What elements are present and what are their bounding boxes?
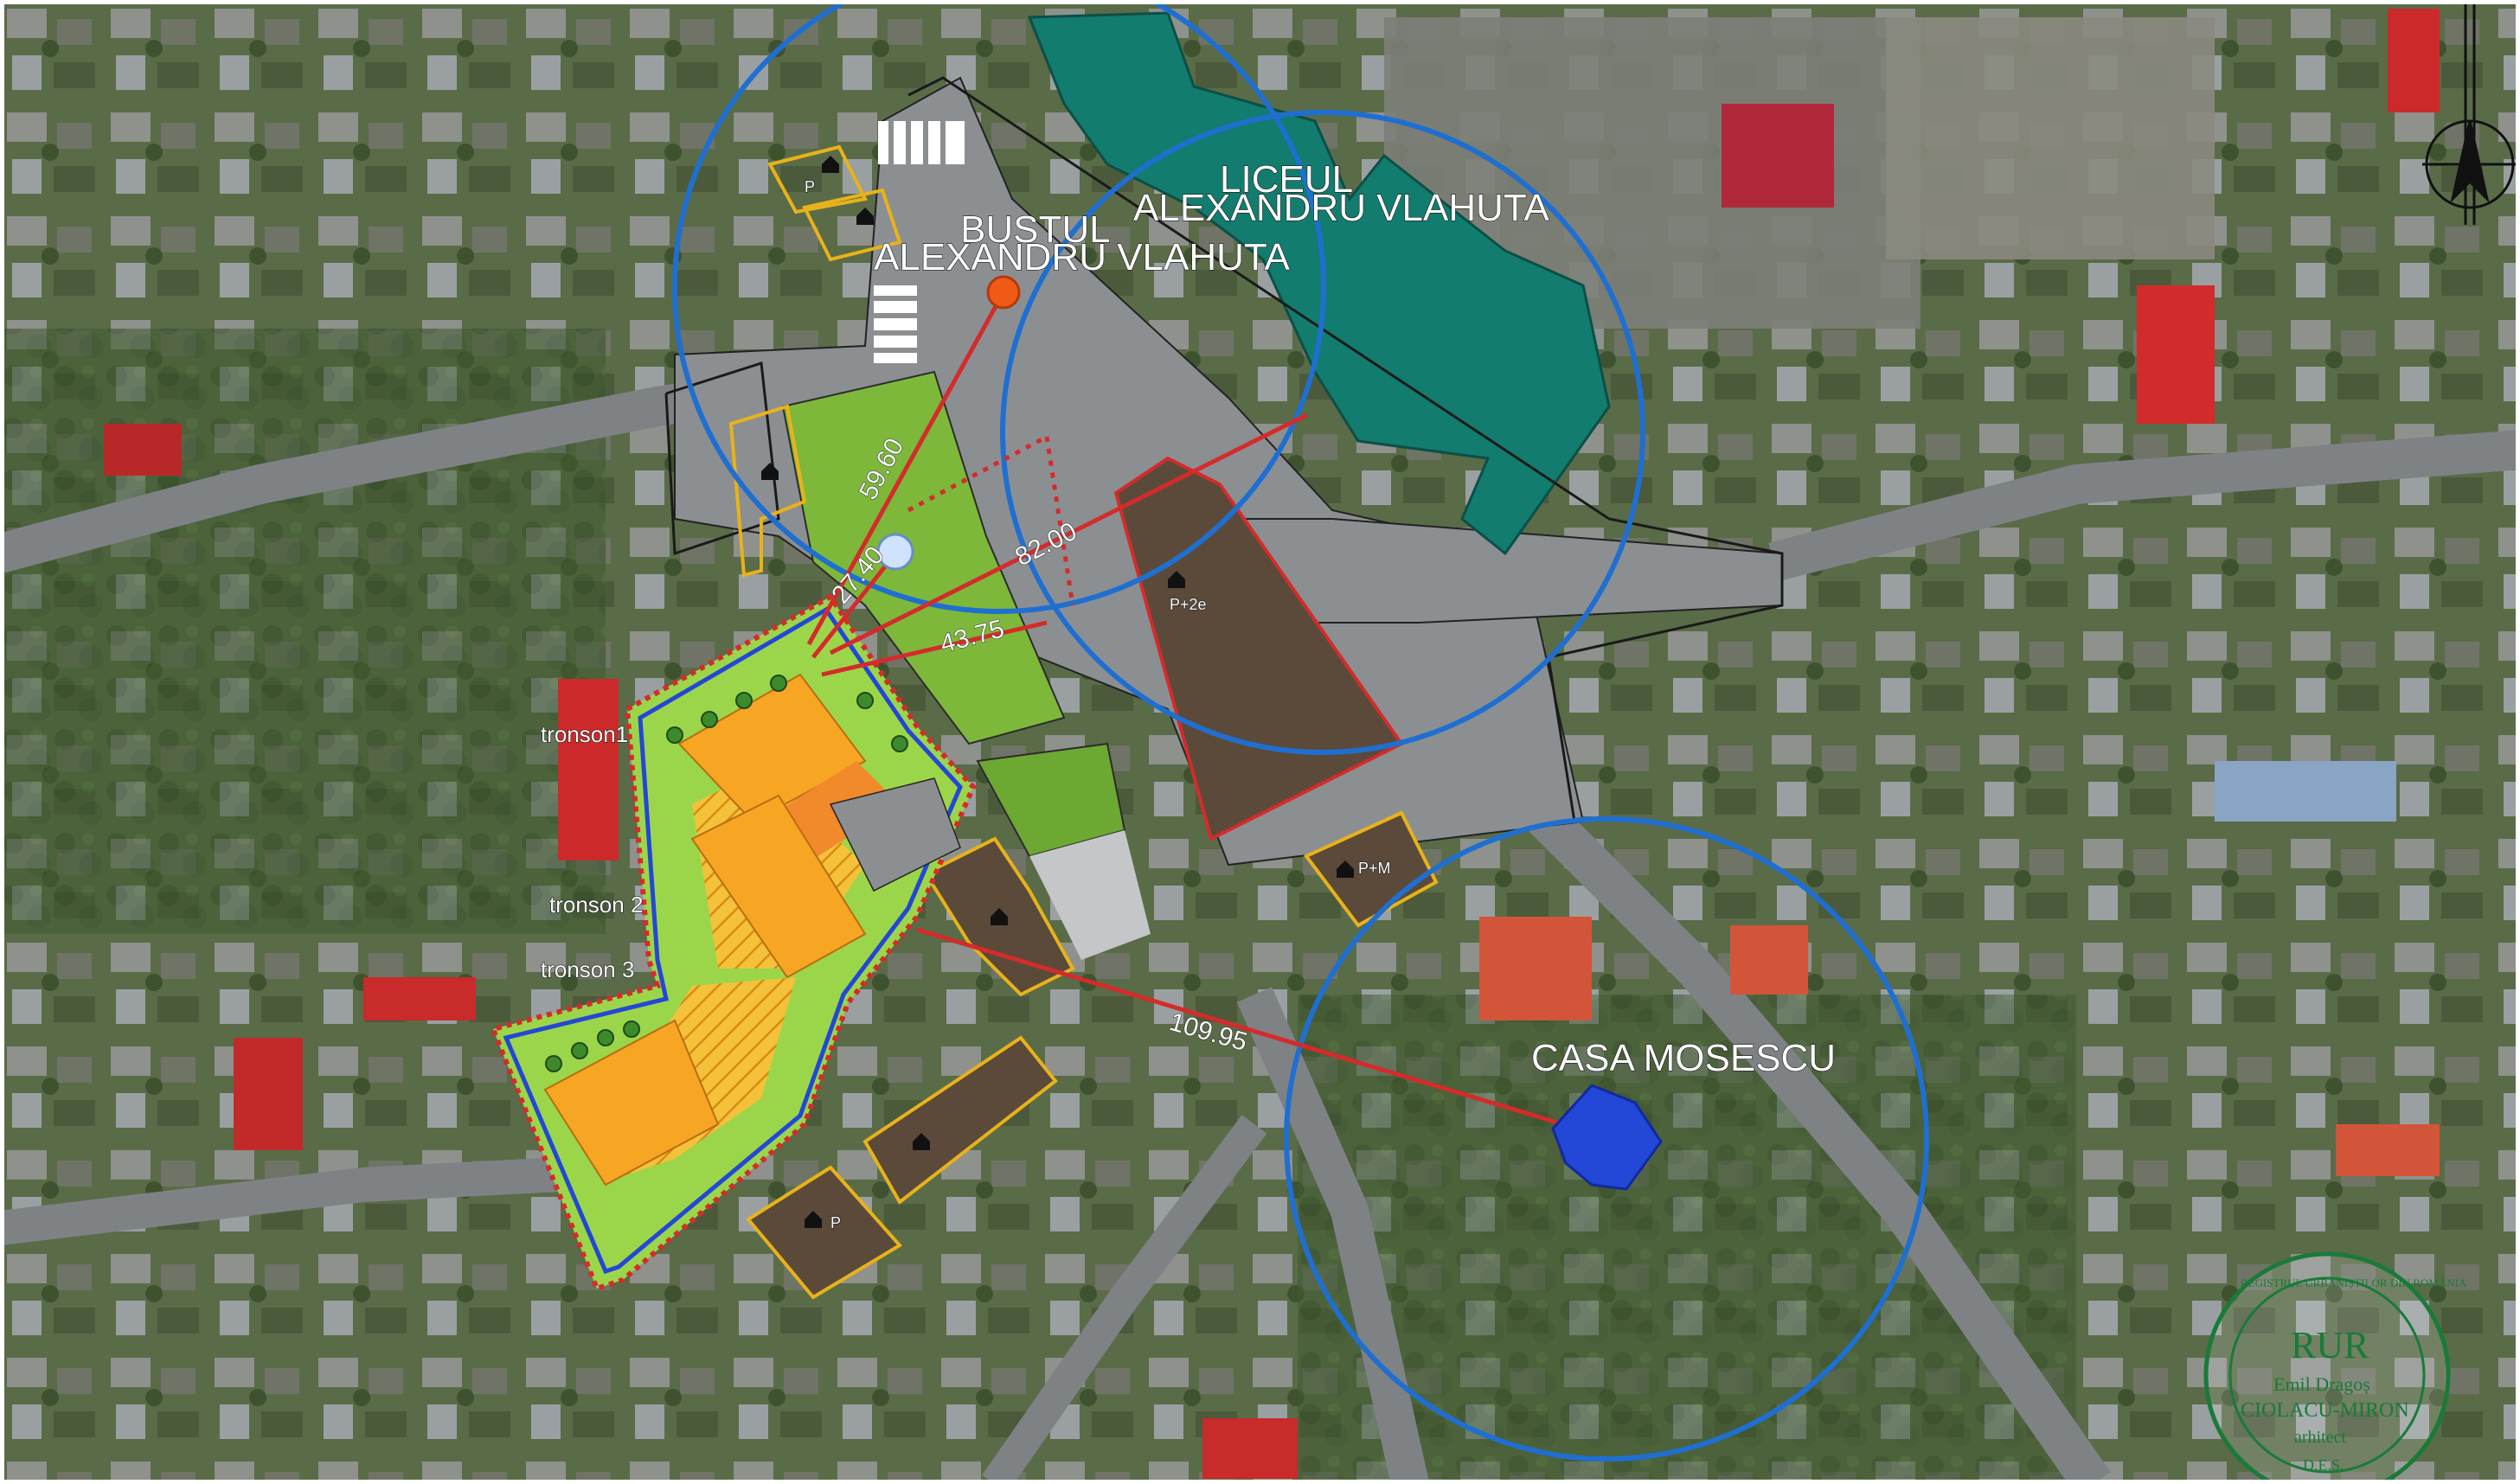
project-access-ramp xyxy=(829,777,961,892)
bust-label-line1: BUSTUL xyxy=(960,208,1111,251)
protection-radius-bust xyxy=(672,0,1326,614)
parcel-yellow-north xyxy=(767,144,902,262)
crosswalk-north xyxy=(878,121,965,164)
stamp-name1: Emil Dragoș xyxy=(2273,1373,2370,1395)
dotted-boundary-line xyxy=(907,434,1048,513)
blue-grey-roof-east xyxy=(2215,761,2396,822)
red-roof-north-1 xyxy=(1722,104,1834,208)
stamp-role: arhitect xyxy=(2294,1428,2346,1447)
stamp-top: RUR xyxy=(2291,1324,2369,1366)
tronson3-label: tronson 3 xyxy=(541,956,634,982)
red-roof-east-1 xyxy=(2137,285,2215,424)
parcel-p-north-label: P xyxy=(805,178,815,195)
school-label-line2: ALEXANDRU VLAHUTA xyxy=(1133,187,1550,229)
paved-area-south xyxy=(1029,830,1151,960)
red-roof-east-2 xyxy=(1730,925,1808,995)
dotted-boundary-line-2 xyxy=(1044,436,1075,606)
crosswalk-west xyxy=(874,285,917,363)
distance-lines xyxy=(806,291,1593,1135)
tronson2-building xyxy=(690,794,867,979)
fountain-icon xyxy=(876,533,914,571)
parcel-yellow-south-long xyxy=(862,1035,1058,1205)
red-roof-west-4 xyxy=(234,1038,303,1150)
bust-label-line2: ALEXANDRU VLAHUTA xyxy=(874,236,1291,278)
parcel-yellow-pm xyxy=(1303,810,1439,928)
tronson3-building xyxy=(543,1019,720,1187)
protection-radius-casa xyxy=(1284,816,1929,1462)
red-roof-west-3 xyxy=(363,977,476,1020)
parcel-p-south-label: P xyxy=(830,1214,841,1231)
red-roof-south-2 xyxy=(1202,1418,1298,1479)
red-roof-north-2 xyxy=(2388,9,2440,112)
monument-dot-icon xyxy=(986,275,1021,310)
tronson2-label: tronson 2 xyxy=(549,892,643,918)
road-diagonal-southeast xyxy=(1473,746,2111,1484)
parcel-yellow-west xyxy=(728,404,807,578)
road-south xyxy=(1236,987,1429,1484)
parcel-pm-label: P+M xyxy=(1358,860,1391,877)
school-label-line1: LICEUL xyxy=(1220,158,1353,201)
parcel-yellow-south xyxy=(746,1165,903,1300)
red-roof-east-3 xyxy=(2336,1124,2440,1176)
casa-mosescu-label: CASA MOSESCU xyxy=(1531,1037,1836,1079)
site-outline-black xyxy=(664,361,780,556)
road-southwest-diag xyxy=(982,1115,1267,1484)
protection-radius-school xyxy=(1000,110,1645,755)
tronson1-building xyxy=(677,673,867,823)
house-icon xyxy=(761,156,1354,1228)
site-trees xyxy=(545,675,908,1072)
sports-field-2 xyxy=(1886,17,2215,259)
stamp-code: D.E.S. xyxy=(2303,1456,2344,1474)
casa-mosescu-building xyxy=(1551,1084,1663,1191)
stamp-ring: REGISTRUL URBANIȘTILOR DIN ROMÂNIA xyxy=(2241,1276,2467,1289)
architect-stamp: RUR Emil Dragoș CIOLACU-MIRON arhitect D… xyxy=(2203,1251,2467,1484)
red-roof-west-2 xyxy=(104,424,182,476)
project-site-inner-boundary xyxy=(503,606,963,1275)
stamp-name2: CIOLACU-MIRON xyxy=(2241,1399,2409,1422)
north-arrow-icon xyxy=(2422,0,2517,225)
parcel-p2e-label: P+2e xyxy=(1170,596,1207,613)
red-roof-west-1 xyxy=(558,679,619,860)
tronson1-label: tronson1 xyxy=(541,721,628,747)
red-roof-south-1 xyxy=(1479,917,1592,1020)
road-east xyxy=(1768,430,2520,582)
